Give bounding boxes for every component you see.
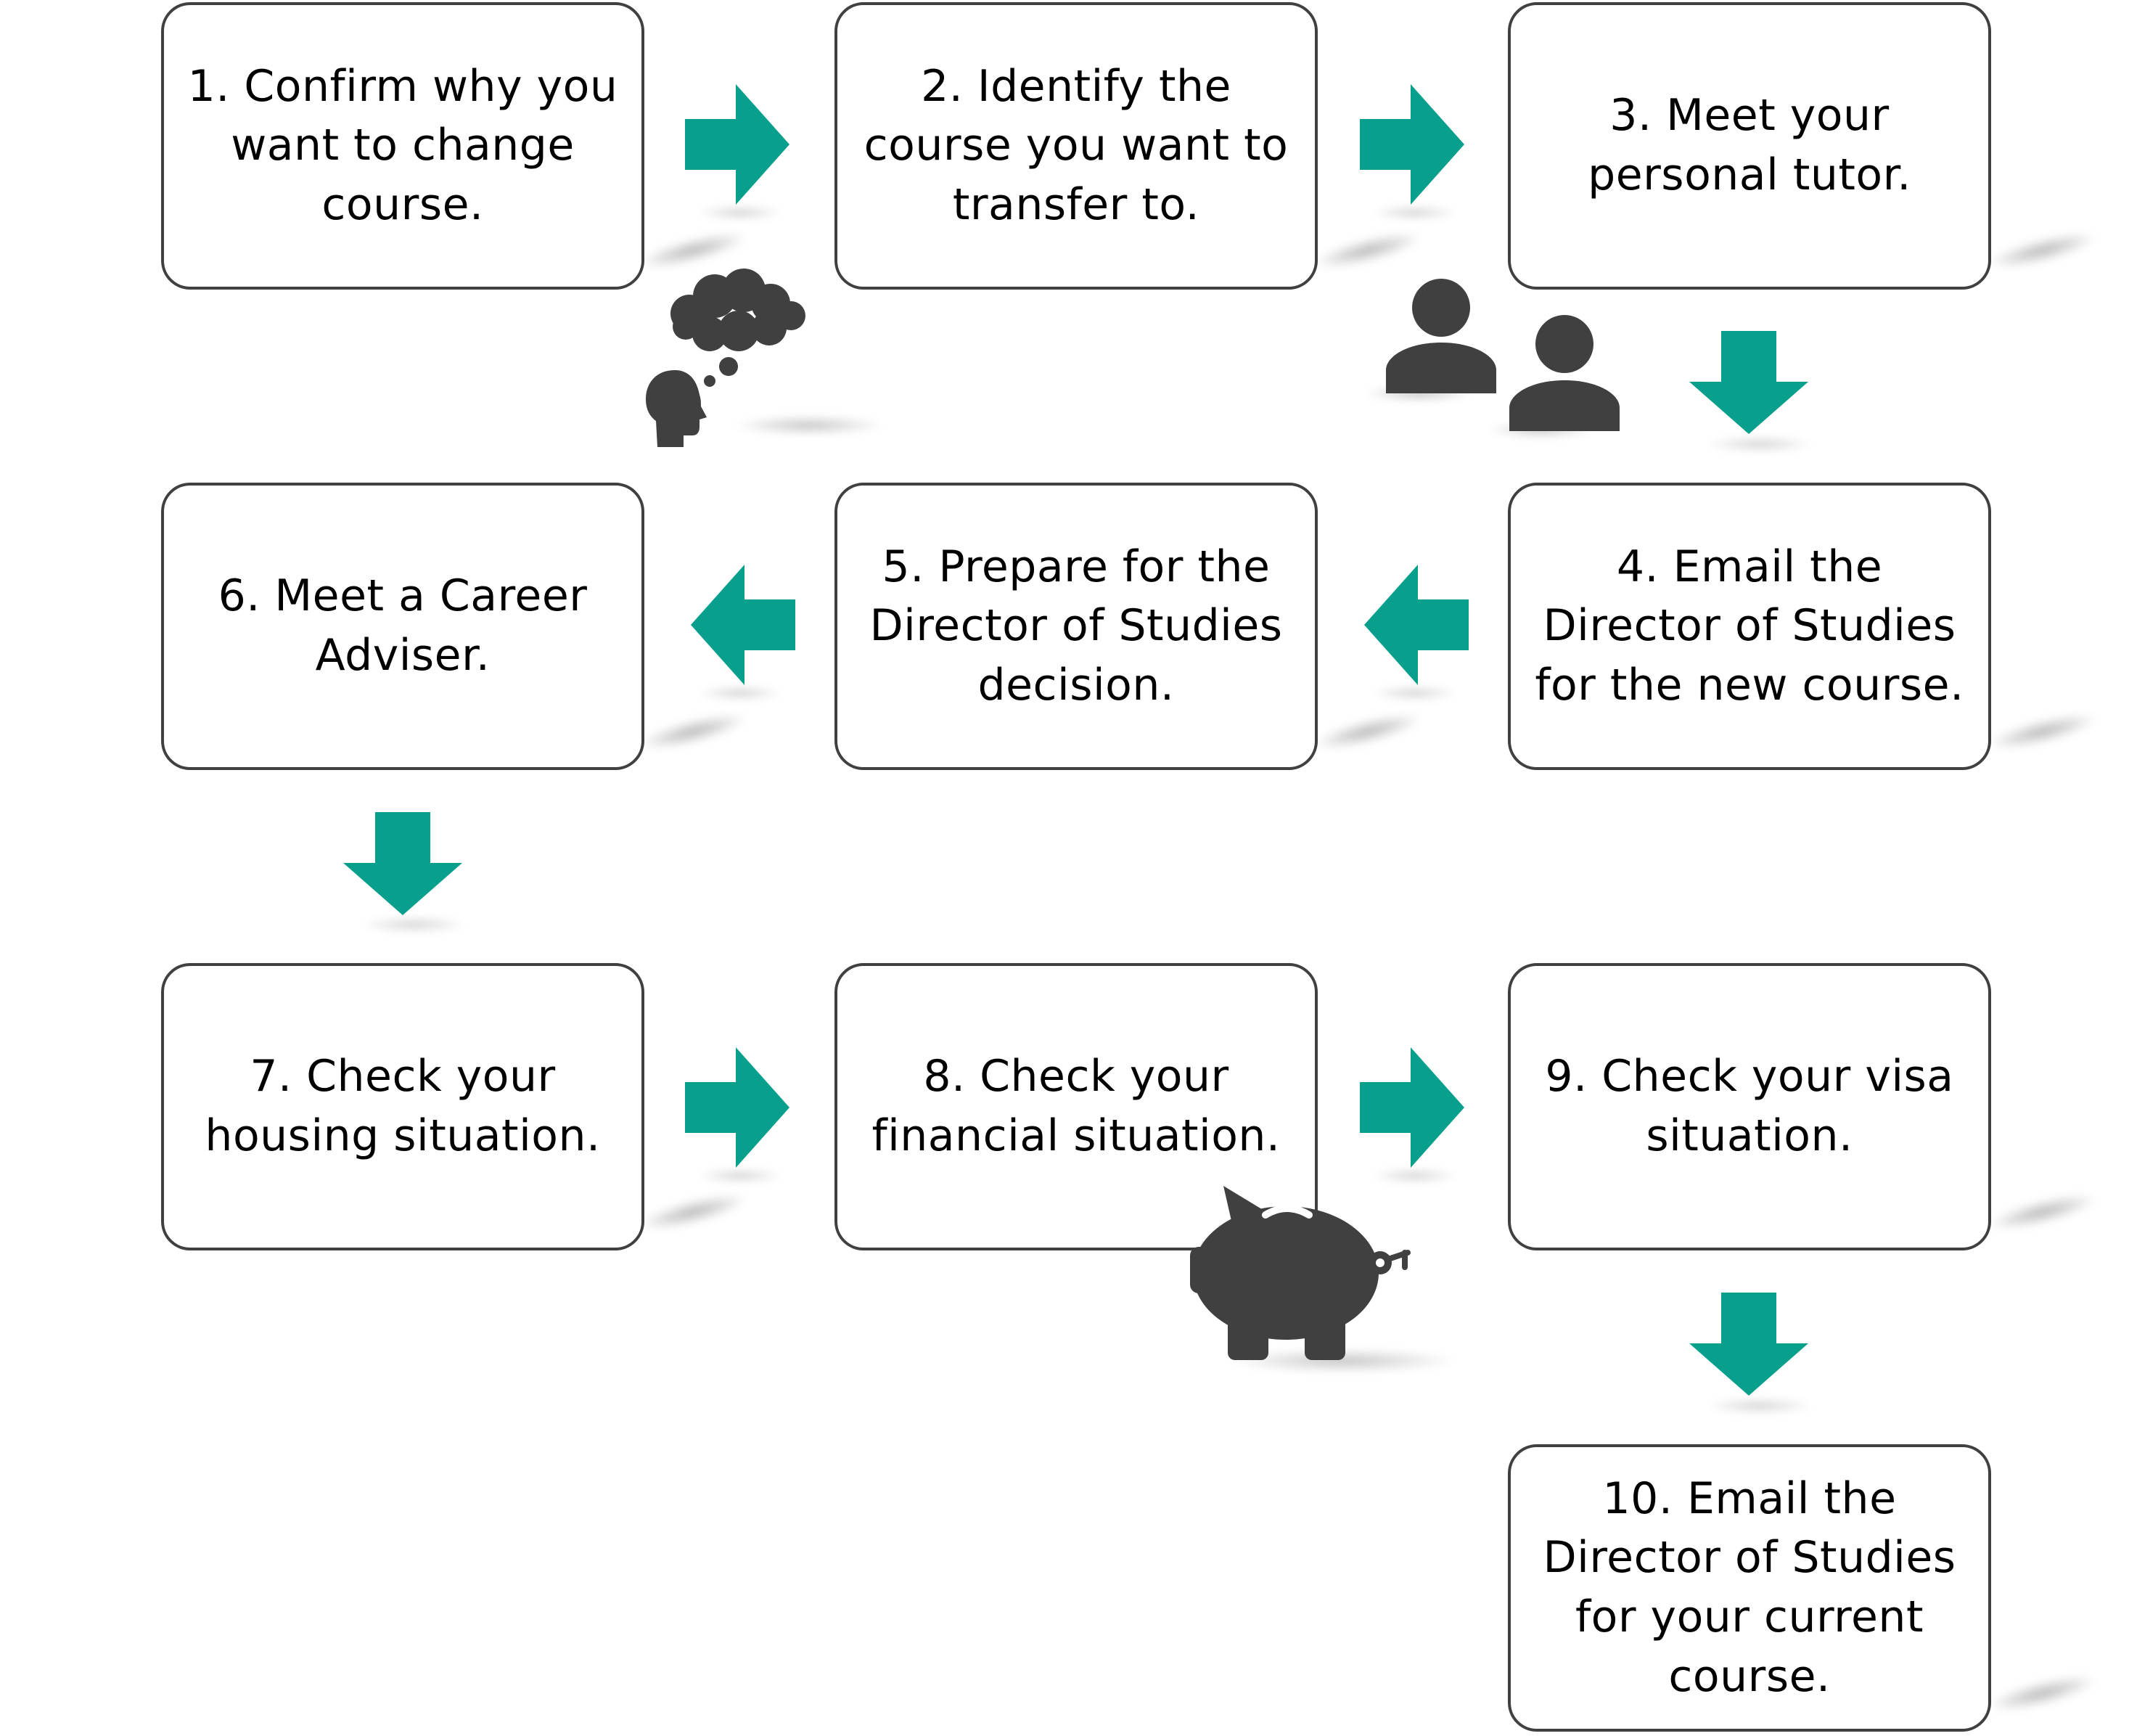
right-arrow-icon — [685, 84, 789, 205]
step-9-box: 9. Check your visa situation. — [1508, 963, 1991, 1250]
arrow-3-to-4 — [1689, 331, 1808, 434]
step-8-label: 8. Check your financial situation. — [871, 1051, 1281, 1161]
step-2-box: 2. Identify the course you want to trans… — [834, 2, 1318, 290]
step-5-box: 5. Prepare for the Director of Studies d… — [834, 483, 1318, 770]
arrow-8-to-9 — [1360, 1047, 1464, 1168]
arrow-shadow — [1371, 205, 1459, 221]
step-10-label: 10. Email the Director of Studies for yo… — [1543, 1473, 1956, 1702]
box-shadow — [1312, 226, 1424, 274]
icon-shadow — [733, 415, 885, 435]
right-arrow-icon — [1360, 84, 1464, 205]
arrow-shadow — [697, 685, 784, 701]
step-3-label: 3. Meet your personal tutor. — [1588, 90, 1911, 200]
box-shadow — [637, 708, 749, 756]
arrow-4-to-5 — [1364, 565, 1469, 685]
step-1-box: 1. Confirm why you want to change course… — [161, 2, 644, 290]
thinking-head-icon — [646, 269, 805, 447]
box-shadow — [1987, 1188, 2099, 1236]
box-shadow — [1312, 708, 1424, 756]
arrow-shadow — [1371, 685, 1459, 701]
arrow-5-to-6 — [691, 565, 795, 685]
box-shadow — [1987, 708, 2099, 756]
step-5-label: 5. Prepare for the Director of Studies d… — [869, 541, 1283, 711]
box-shadow — [1987, 1669, 2099, 1717]
step-1-label: 1. Confirm why you want to change course… — [187, 60, 618, 230]
arrow-shadow — [359, 916, 468, 933]
people-icon — [1386, 279, 1620, 431]
step-3-box: 3. Meet your personal tutor. — [1508, 2, 1991, 290]
step-10-box: 10. Email the Director of Studies for yo… — [1508, 1444, 1991, 1732]
arrow-9-to-10 — [1689, 1293, 1808, 1396]
step-4-box: 4. Email the Director of Studies for the… — [1508, 483, 1991, 770]
step-2-label: 2. Identify the course you want to trans… — [864, 60, 1289, 230]
arrow-1-to-2 — [685, 84, 789, 205]
right-arrow-icon — [1360, 1047, 1464, 1168]
arrow-shadow — [1705, 435, 1814, 453]
arrow-shadow — [697, 1168, 784, 1184]
arrow-7-to-8 — [685, 1047, 789, 1168]
box-shadow — [637, 1188, 749, 1236]
down-arrow-icon — [1689, 1293, 1808, 1396]
piggy-bank-icon — [1190, 1186, 1411, 1360]
down-arrow-icon — [343, 812, 462, 915]
arrow-shadow — [1705, 1397, 1814, 1414]
right-arrow-icon — [685, 1047, 789, 1168]
step-9-label: 9. Check your visa situation. — [1545, 1051, 1954, 1161]
box-shadow — [1987, 226, 2099, 274]
step-7-label: 7. Check your housing situation. — [205, 1051, 601, 1161]
arrow-shadow — [1371, 1168, 1459, 1184]
arrow-shadow — [697, 205, 784, 221]
step-8-box: 8. Check your financial situation. — [834, 963, 1318, 1250]
step-6-box: 6. Meet a Career Adviser. — [161, 483, 644, 770]
arrow-6-to-7 — [343, 812, 462, 915]
step-7-box: 7. Check your housing situation. — [161, 963, 644, 1250]
step-4-label: 4. Email the Director of Studies for the… — [1535, 541, 1964, 711]
left-arrow-icon — [1364, 565, 1469, 685]
arrow-2-to-3 — [1360, 84, 1464, 205]
left-arrow-icon — [691, 565, 795, 685]
step-6-label: 6. Meet a Career Adviser. — [218, 570, 588, 681]
down-arrow-icon — [1689, 331, 1808, 434]
